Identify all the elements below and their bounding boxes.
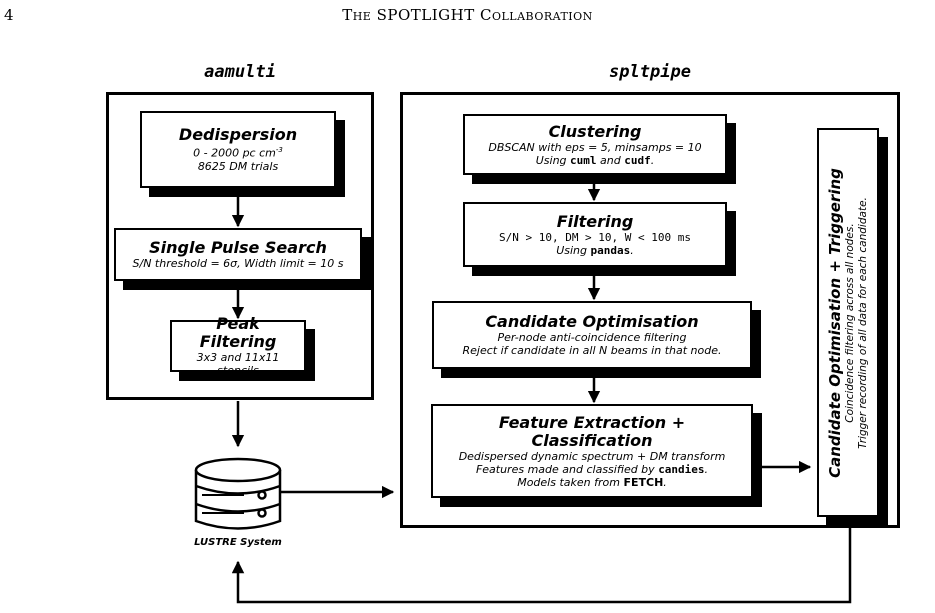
- lustre-label: LUSTRE System: [194, 537, 282, 548]
- filtering-box: Filtering S/N > 10, DM > 10, W < 100 ms …: [463, 202, 727, 267]
- feature-extraction-box: Feature Extraction + Classification Dedi…: [431, 404, 753, 498]
- clustering-params: DBSCAN with eps = 5, minsamps = 10: [488, 140, 702, 154]
- clustering-title: Clustering: [548, 121, 642, 141]
- arrow-lustre-to-spltpipe: [272, 485, 395, 499]
- candidate-optimisation-triggering-title: Candidate Optimisation + Triggering: [826, 167, 844, 478]
- peak-filtering-stencils: 3x3 and 11x11 stencils: [196, 351, 280, 377]
- dedispersion-box: Dedispersion 0 - 2000 pc cm-3 8625 DM tr…: [140, 111, 336, 188]
- single-pulse-search-params: S/N threshold = 6σ, Width limit = 10 s: [132, 257, 344, 270]
- candidate-optimisation-title: Candidate Optimisation: [485, 312, 699, 331]
- candidate-optimisation-triggering-box: Candidate Optimisation + Triggering Coin…: [817, 128, 879, 517]
- single-pulse-search-title: Single Pulse Search: [149, 238, 327, 257]
- arrow-trigger-to-lustre: [231, 518, 852, 604]
- dedispersion-trials: 8625 DM trials: [197, 159, 279, 173]
- candidate-optimisation-box: Candidate Optimisation Per-node anti-coi…: [432, 301, 752, 369]
- dedispersion-range: 0 - 2000 pc cm-3: [193, 146, 283, 160]
- peak-filtering-box: Peak Filtering 3x3 and 11x11 stencils: [170, 315, 306, 377]
- feature-extraction-line2: Features made and classified by candies.: [475, 462, 709, 476]
- candidate-optimisation-line1: Per-node anti-coincidence filtering: [497, 331, 687, 344]
- spltpipe-heading: spltpipe: [609, 62, 691, 82]
- candidate-optimisation-triggering-text: Candidate Optimisation + Triggering Coin…: [826, 143, 870, 503]
- feature-extraction-line1: Dedispersed dynamic spectrum + DM transf…: [458, 449, 726, 463]
- page-number: 4: [4, 6, 14, 24]
- candidate-optimisation-line2: Reject if candidate in all N beams in th…: [462, 344, 722, 357]
- dedispersion-title: Dedispersion: [178, 125, 298, 145]
- single-pulse-search-box: Single Pulse Search S/N threshold = 6σ, …: [114, 228, 362, 281]
- feature-extraction-line3: Models taken from FETCH.: [517, 475, 667, 489]
- feature-extraction-title: Feature Extraction + Classification: [498, 412, 686, 450]
- page-header-title: The SPOTLIGHT Collaboration: [342, 6, 593, 24]
- database-icon: [194, 457, 282, 530]
- clustering-libs: Using cuml and cudf.: [535, 153, 655, 167]
- filtering-libs: Using pandas.: [556, 243, 634, 257]
- peak-filtering-title: Peak Filtering: [199, 314, 277, 351]
- aamulti-heading: aamulti: [204, 62, 276, 82]
- candidate-optimisation-triggering-line1: Coincidence filtering across all nodes.: [844, 222, 856, 423]
- filtering-cuts: S/N > 10, DM > 10, W < 100 ms: [498, 230, 692, 244]
- candidate-optimisation-triggering-line2: Trigger recording of all data for each c…: [857, 196, 869, 449]
- clustering-box: Clustering DBSCAN with eps = 5, minsamps…: [463, 114, 727, 175]
- filtering-title: Filtering: [556, 211, 634, 231]
